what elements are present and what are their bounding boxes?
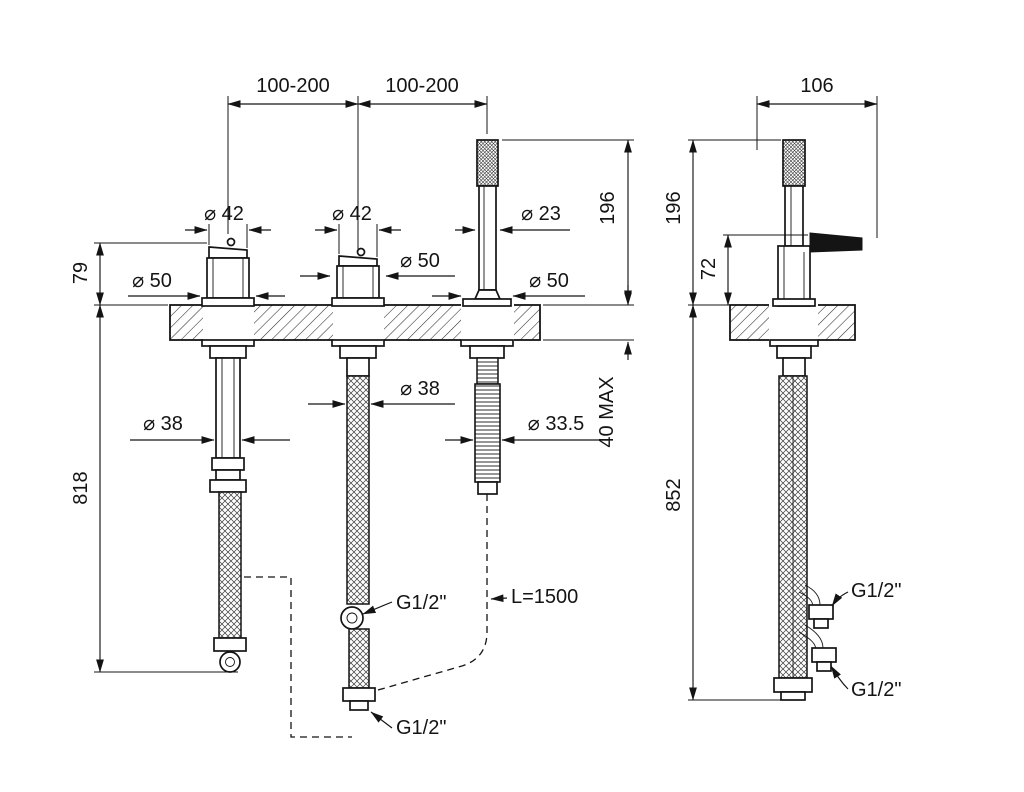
dim-hose-length: L=1500 [511,586,578,608]
hose-routing-dashed [244,494,488,738]
dim-spacing-right: 100-200 [385,75,458,97]
dim-depth-below-front: 818 [70,471,92,504]
left-valve [201,237,255,673]
side-hoses [769,339,837,701]
dim-dia-shank-right: ⌀ 33.5 [528,413,585,435]
side-dimensions: 106 196 72 852 G1/2" G1/2" [663,75,901,701]
dim-side-thread-top: G1/2" [851,580,901,602]
side-deck [729,303,856,342]
dim-dia-handle-mid: ⌀ 42 [332,203,372,225]
front-dimensions: 100-200 100-200 ⌀ 42 ⌀ 42 ⌀ 23 196 79 81… [70,75,634,739]
dim-dia-shank-mid: ⌀ 38 [400,378,440,400]
dim-dia-handle-left: ⌀ 42 [204,203,244,225]
side-fitting-top [808,604,834,620]
dim-dia-base-mid: ⌀ 50 [400,250,440,272]
dim-dia-base-right: ⌀ 50 [529,270,569,292]
dim-deck-max: 40 MAX [596,376,618,447]
side-fitting-bottom [811,647,837,663]
front-deck [169,303,541,342]
side-view [729,139,863,701]
dim-thread-bottom: G1/2" [396,717,446,739]
side-body [772,139,863,307]
dim-spout-height: 72 [698,258,720,280]
dim-side-depth-below: 852 [663,478,685,511]
dim-dia-handshower: ⌀ 23 [521,203,561,225]
spout-lever [809,232,863,253]
dim-side-width: 106 [800,75,833,97]
dim-dia-base-left: ⌀ 50 [132,270,172,292]
dim-spacing-left: 100-200 [256,75,329,97]
dim-side-thread-bottom: G1/2" [851,679,901,701]
dim-height-above-front: 196 [597,191,619,224]
dim-dia-shank-left: ⌀ 38 [143,413,183,435]
handshower [460,139,514,495]
middle-valve [331,247,385,711]
dim-handle-height: 79 [70,262,92,284]
dim-thread-mid: G1/2" [396,592,446,614]
front-view [169,139,541,738]
dim-side-height-above: 196 [663,191,685,224]
